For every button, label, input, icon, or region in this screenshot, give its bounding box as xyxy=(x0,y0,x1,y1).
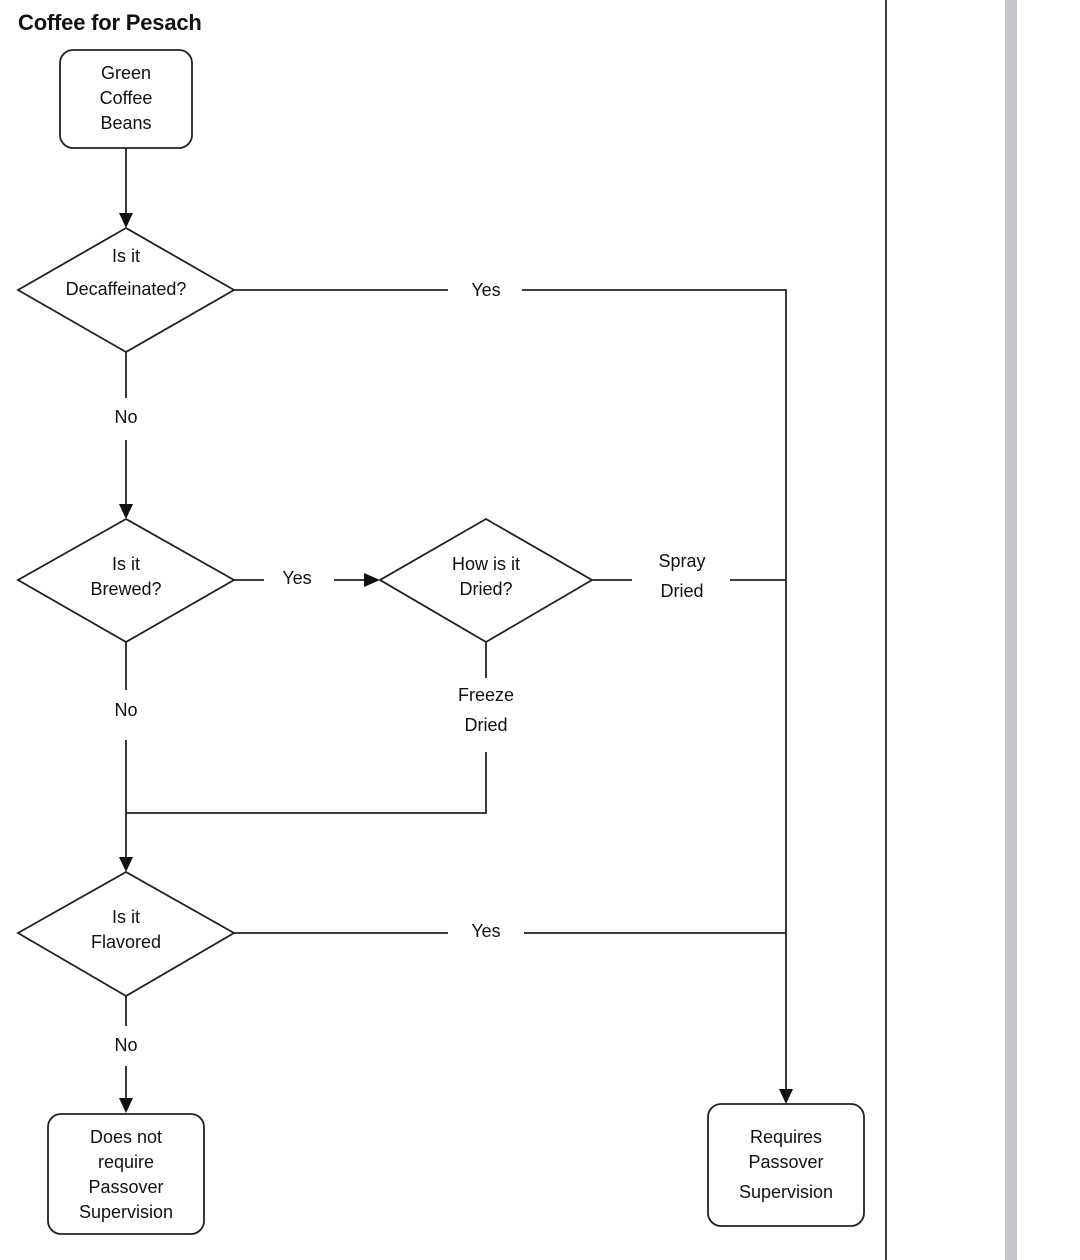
page-edge-divider xyxy=(885,0,887,1260)
node-label: Beans xyxy=(100,113,151,133)
node-label: Is it xyxy=(112,246,140,266)
arrowhead-dried xyxy=(364,573,380,587)
edge-freeze-dried-bottom xyxy=(126,752,487,814)
edge-label-decaf-yes: Yes xyxy=(471,280,500,300)
node-label: Passover xyxy=(88,1177,163,1197)
edge-label-brewed-yes: Yes xyxy=(282,568,311,588)
node-label: Is it xyxy=(112,907,140,927)
edge-label-freeze-dried: Freeze xyxy=(458,685,514,705)
node-label: Is it xyxy=(112,554,140,574)
node-label: Supervision xyxy=(739,1182,833,1202)
arrowhead-decaf xyxy=(119,213,133,228)
arrowhead-requires-supervision xyxy=(779,1089,793,1104)
edge-label-brewed-no: No xyxy=(114,700,137,720)
node-label: Requires xyxy=(750,1127,822,1147)
edge-label-decaf-no: No xyxy=(114,407,137,427)
node-dried xyxy=(378,517,594,644)
node-flavored xyxy=(16,870,236,998)
arrowhead-brewed xyxy=(119,504,133,519)
vertical-scrollbar[interactable] xyxy=(1005,0,1017,1260)
node-requires-supervision xyxy=(707,1103,865,1227)
edge-label-freeze-dried: Dried xyxy=(464,715,507,735)
node-label: How is it xyxy=(452,554,520,574)
node-brewed xyxy=(16,517,236,644)
node-label: require xyxy=(98,1152,154,1172)
arrowhead-no-supervision xyxy=(119,1098,133,1113)
node-label: Flavored xyxy=(91,932,161,952)
node-label: Passover xyxy=(748,1152,823,1172)
node-no-supervision xyxy=(47,1113,205,1235)
edge-decaf-yes-right xyxy=(522,289,787,1092)
node-label: Does not xyxy=(90,1127,162,1147)
page-title: Coffee for Pesach xyxy=(18,10,202,35)
edge-label-spray-dried: Spray xyxy=(658,551,705,571)
node-label: Brewed? xyxy=(90,579,161,599)
edge-label-flavored-yes: Yes xyxy=(471,921,500,941)
edge-label-flavored-no: No xyxy=(114,1035,137,1055)
node-decaffeinated xyxy=(16,226,236,354)
node-green-coffee-beans xyxy=(59,49,193,149)
arrowhead-flavored xyxy=(119,857,133,872)
node-label: Decaffeinated? xyxy=(66,279,187,299)
node-label: Coffee xyxy=(100,88,153,108)
node-label: Green xyxy=(101,63,151,83)
node-label: Dried? xyxy=(459,579,512,599)
edge-label-spray-dried: Dried xyxy=(660,581,703,601)
node-label: Supervision xyxy=(79,1202,173,1222)
